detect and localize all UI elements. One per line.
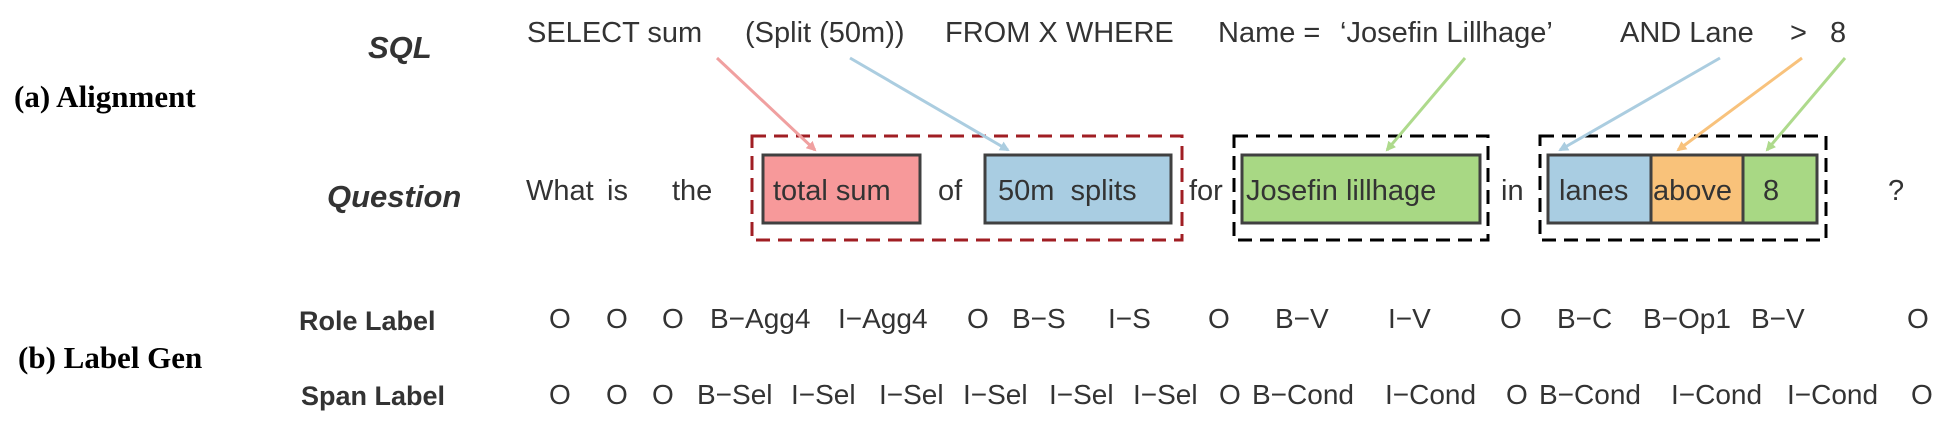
span-label: B−Cond bbox=[1252, 379, 1354, 410]
question-token: ? bbox=[1888, 175, 1904, 207]
role-label: B−S bbox=[1012, 303, 1066, 334]
span-label: O bbox=[549, 379, 571, 410]
arrow-blue-split bbox=[849, 56, 1010, 152]
arrow-green-name bbox=[1385, 57, 1467, 152]
sql-token: 8 bbox=[1830, 17, 1846, 49]
role-label: I−Agg4 bbox=[838, 303, 928, 334]
span-label: I−Cond bbox=[1787, 379, 1878, 410]
highlight-box-josefin bbox=[1240, 153, 1482, 225]
question-token: in bbox=[1501, 175, 1524, 207]
role-label: B−C bbox=[1557, 303, 1612, 334]
group-box-condition-lane bbox=[1538, 134, 1828, 242]
question-token: above bbox=[1653, 175, 1732, 207]
span-label: I−Sel bbox=[791, 379, 856, 410]
question-token: is bbox=[607, 175, 628, 207]
sql-token: SELECT sum bbox=[527, 17, 702, 49]
highlight-box-above bbox=[1649, 153, 1745, 225]
question-token: the bbox=[672, 175, 712, 207]
sql-token: FROM X WHERE bbox=[945, 17, 1174, 49]
role-label: B−V bbox=[1275, 303, 1329, 334]
highlight-box-lanes bbox=[1546, 153, 1653, 225]
section-label-label-gen: (b) Label Gen bbox=[18, 340, 202, 375]
question-token: for bbox=[1189, 175, 1223, 207]
group-box-select bbox=[750, 134, 1184, 242]
highlight-box-total-sum bbox=[761, 153, 922, 225]
sql-token: > bbox=[1790, 17, 1807, 49]
row-label-question: Question bbox=[327, 179, 461, 214]
arrow-orange-op bbox=[1676, 56, 1803, 152]
question-token: 8 bbox=[1763, 175, 1779, 207]
span-label: O bbox=[652, 379, 674, 410]
sql-token: ‘Josefin Lillhage’ bbox=[1340, 17, 1553, 49]
role-label: O bbox=[967, 303, 989, 334]
role-label: I−V bbox=[1388, 303, 1431, 334]
sql-row: SELECT sum (Split (50m)) FROM X WHERE Na… bbox=[527, 17, 1846, 49]
highlight-box-8 bbox=[1741, 153, 1819, 225]
arrow-blue-lane bbox=[1558, 56, 1721, 152]
role-label: B−V bbox=[1751, 303, 1805, 334]
role-label: O bbox=[662, 303, 684, 334]
highlight-box-50m-splits bbox=[983, 153, 1173, 225]
role-label: O bbox=[1500, 303, 1522, 334]
row-label-span: Span Label bbox=[301, 381, 445, 411]
span-label: I−Sel bbox=[1049, 379, 1114, 410]
span-label-row: O O O B−Sel I−Sel I−Sel I−Sel I−Sel I−Se… bbox=[549, 379, 1933, 410]
role-label: O bbox=[1907, 303, 1929, 334]
span-label: I−Sel bbox=[879, 379, 944, 410]
role-label: I−S bbox=[1108, 303, 1151, 334]
span-label: O bbox=[606, 379, 628, 410]
question-row: What is the total sum of 50m splits for … bbox=[526, 175, 1904, 207]
question-token: of bbox=[938, 175, 963, 207]
span-label: I−Cond bbox=[1385, 379, 1476, 410]
row-label-sql: SQL bbox=[368, 30, 432, 65]
section-label-alignment: (a) Alignment bbox=[14, 79, 196, 114]
question-token: lanes bbox=[1559, 175, 1628, 207]
sql-token: AND Lane bbox=[1620, 17, 1754, 49]
role-label: B−Op1 bbox=[1643, 303, 1731, 334]
span-label: O bbox=[1219, 379, 1241, 410]
role-label: O bbox=[549, 303, 571, 334]
span-label: I−Cond bbox=[1671, 379, 1762, 410]
question-token: 50m splits bbox=[998, 175, 1137, 207]
role-label: O bbox=[1208, 303, 1230, 334]
group-box-condition-name bbox=[1232, 134, 1490, 242]
span-label: B−Sel bbox=[697, 379, 773, 410]
row-label-role: Role Label bbox=[299, 306, 436, 336]
arrow-red-sum bbox=[715, 56, 817, 152]
question-token: What bbox=[526, 175, 594, 207]
arrow-green-value bbox=[1765, 57, 1847, 152]
span-label: I−Sel bbox=[963, 379, 1028, 410]
span-label: O bbox=[1911, 379, 1933, 410]
question-token: total sum bbox=[773, 175, 891, 207]
role-label: O bbox=[606, 303, 628, 334]
sql-token: (Split (50m)) bbox=[745, 17, 905, 49]
role-label-row: O O O B−Agg4 I−Agg4 O B−S I−S O B−V I−V … bbox=[549, 303, 1929, 334]
role-label: B−Agg4 bbox=[710, 303, 810, 334]
span-label: O bbox=[1506, 379, 1528, 410]
question-token: Josefin lillhage bbox=[1246, 175, 1436, 207]
sql-token: Name = bbox=[1218, 17, 1320, 49]
span-label: B−Cond bbox=[1539, 379, 1641, 410]
span-label: I−Sel bbox=[1133, 379, 1198, 410]
